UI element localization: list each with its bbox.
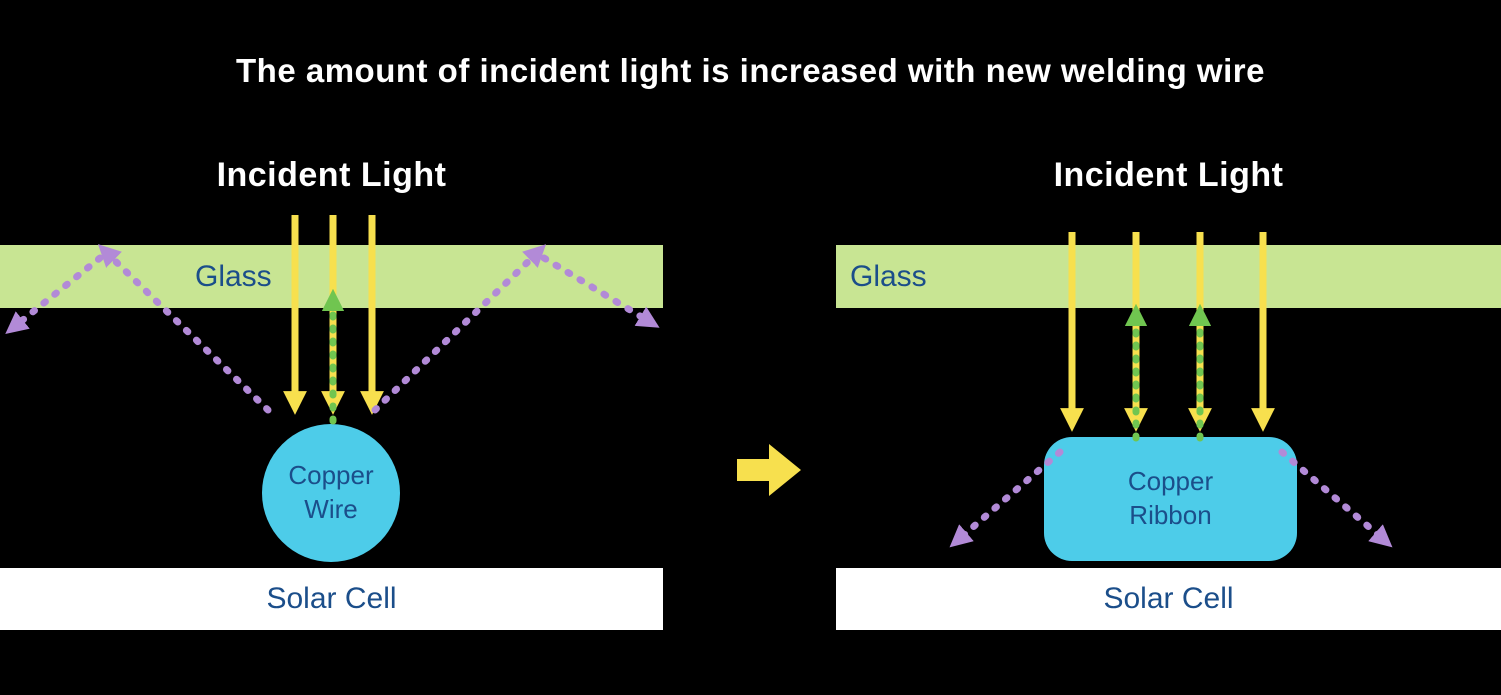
diagram-title: The amount of incident light is increase…: [236, 52, 1265, 89]
solar-cell-left: Solar Cell: [0, 568, 663, 630]
scattered-ray-purple-right-up: [371, 244, 547, 414]
scattered-ray-purple-right-out: [540, 254, 660, 328]
copper-ribbon-shape: Copper Ribbon: [1044, 437, 1297, 561]
glass-layer-right: Glass: [836, 245, 1501, 308]
glass-label-right: Glass: [850, 259, 927, 293]
transition-right-arrow-icon: [737, 444, 801, 496]
scattered-ray-purple-left-up: [97, 244, 272, 414]
scattered-ray-purple-left-out: [5, 254, 104, 335]
incident-light-label-left: Incident Light: [216, 156, 447, 194]
copper-wire-label: Copper Wire: [288, 460, 374, 524]
incident-light-label-right: Incident Light: [1053, 156, 1284, 194]
copper-wire-shape: Copper Wire: [262, 424, 400, 562]
solar-cell-label-right: Solar Cell: [1103, 582, 1234, 615]
scattered-ray-purple-ribbon-left: [949, 448, 1064, 548]
copper-ribbon-label: Copper Ribbon: [1127, 466, 1214, 530]
solar-cell-label-left: Solar Cell: [266, 582, 397, 615]
scattered-ray-purple-ribbon-right: [1278, 448, 1393, 548]
glass-label-left: Glass: [195, 259, 272, 293]
solar-cell-right: Solar Cell: [836, 568, 1501, 630]
